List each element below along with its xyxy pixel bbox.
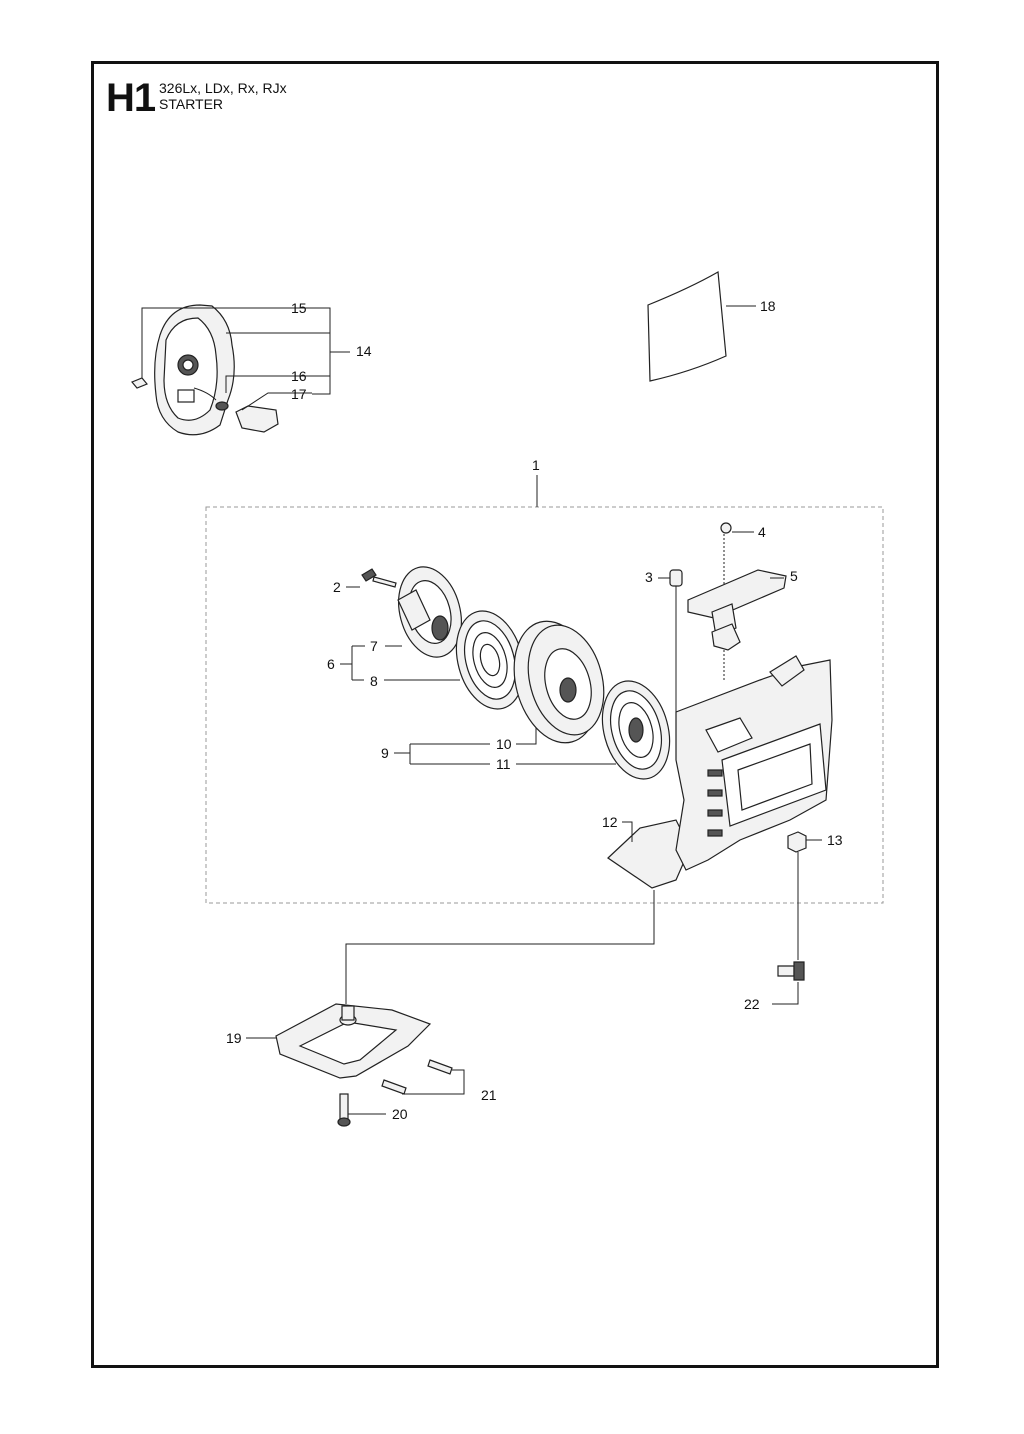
handle-5-part [687, 522, 787, 680]
callout-16: 16 [291, 368, 307, 384]
callout-6: 6 [327, 656, 335, 672]
callout-1: 1 [532, 457, 540, 473]
sheet-code: H1 [106, 76, 156, 120]
callout-8: 8 [370, 673, 378, 689]
callout-21: 21 [481, 1087, 497, 1103]
pin-3-part [669, 569, 683, 587]
drawing-frame [91, 61, 939, 1368]
callout-labels: 1 2 3 4 5 6 7 8 9 10 11 12 13 14 15 16 1… [226, 298, 843, 1122]
screw-21-part [381, 1059, 453, 1095]
callout-11: 11 [496, 756, 511, 772]
plug-13-part [787, 831, 807, 853]
callout-9: 9 [381, 745, 389, 761]
callout-7: 7 [370, 638, 378, 654]
callout-5: 5 [790, 568, 798, 584]
callout-20: 20 [392, 1106, 408, 1122]
washer-7-part [397, 566, 462, 658]
callout-18: 18 [760, 298, 776, 314]
screw-22-part [777, 961, 805, 981]
callout-15: 15 [291, 300, 307, 316]
starter-housing-part [607, 655, 833, 889]
leader-lines [141, 305, 822, 1115]
callout-17: 17 [291, 386, 307, 402]
assembly-1-box [205, 506, 884, 904]
callout-14: 14 [356, 343, 372, 359]
callout-3: 3 [645, 569, 653, 585]
callout-22: 22 [744, 996, 760, 1012]
callout-13: 13 [827, 832, 843, 848]
spring-11-part [601, 680, 671, 780]
plate-19-part [275, 1003, 432, 1079]
spring-8-part [455, 610, 525, 710]
pulley-10-part [513, 620, 605, 744]
callout-10: 10 [496, 736, 512, 752]
sheet-title: STARTER [159, 96, 224, 112]
screw-20-part [337, 1093, 351, 1127]
callout-12: 12 [602, 814, 618, 830]
sheet-models: 326Lx, LDx, Rx, RJx [159, 80, 287, 96]
callout-2: 2 [333, 579, 341, 595]
label-sticker-part [647, 271, 727, 382]
callout-19: 19 [226, 1030, 242, 1046]
callout-4: 4 [758, 524, 766, 540]
bolt-2-part [361, 568, 397, 588]
starter-cover-part [131, 304, 279, 436]
